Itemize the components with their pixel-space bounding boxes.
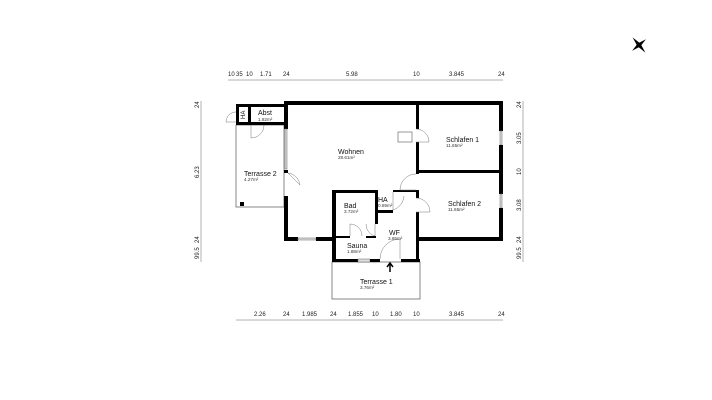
svg-text:2.26: 2.26 bbox=[254, 312, 266, 318]
svg-text:6.23: 6.23 bbox=[195, 166, 201, 178]
svg-text:24: 24 bbox=[195, 236, 201, 243]
svg-text:10: 10 bbox=[246, 72, 253, 78]
room-label-sauna: Sauna 1.88m² bbox=[347, 243, 367, 254]
svg-text:10: 10 bbox=[517, 168, 523, 175]
svg-text:24: 24 bbox=[517, 101, 523, 108]
svg-text:24: 24 bbox=[283, 312, 290, 318]
svg-text:3.845: 3.845 bbox=[449, 72, 465, 78]
svg-text:3.05: 3.05 bbox=[517, 132, 523, 144]
compass-icon bbox=[632, 37, 646, 53]
svg-text:Abst: Abst bbox=[258, 110, 272, 117]
svg-text:10: 10 bbox=[372, 312, 379, 318]
svg-text:10: 10 bbox=[413, 72, 420, 78]
svg-text:3.76m²: 3.76m² bbox=[360, 285, 375, 290]
svg-text:28.61m²: 28.61m² bbox=[338, 155, 355, 160]
svg-text:10: 10 bbox=[413, 312, 420, 318]
room-label-wf: WF 3.65m² bbox=[388, 230, 403, 241]
room-label-bad: Bad 3.72m² bbox=[344, 203, 359, 214]
svg-text:5.98: 5.98 bbox=[346, 72, 358, 78]
entrance-arrow-icon bbox=[386, 261, 394, 272]
svg-text:3.08: 3.08 bbox=[517, 199, 523, 211]
svg-text:1.82m²: 1.82m² bbox=[258, 117, 273, 122]
walls bbox=[236, 101, 503, 263]
svg-text:4.27m²: 4.27m² bbox=[244, 177, 259, 182]
svg-text:3.845: 3.845 bbox=[449, 312, 465, 318]
svg-text:3.65m²: 3.65m² bbox=[388, 236, 403, 241]
svg-text:Schlafen 1: Schlafen 1 bbox=[446, 137, 479, 144]
svg-text:Wohnen: Wohnen bbox=[338, 149, 364, 156]
svg-text:1.71: 1.71 bbox=[260, 72, 272, 78]
svg-text:11.65m²: 11.65m² bbox=[446, 143, 463, 148]
dims-right: 24 3.05 10 3.08 99.5 24 bbox=[517, 101, 523, 259]
svg-text:HA: HA bbox=[378, 197, 388, 204]
svg-text:Sauna: Sauna bbox=[347, 243, 367, 250]
svg-text:24: 24 bbox=[330, 312, 337, 318]
svg-text:24: 24 bbox=[195, 101, 201, 108]
svg-text:24: 24 bbox=[498, 72, 505, 78]
svg-text:WF: WF bbox=[389, 230, 400, 237]
svg-text:1.80: 1.80 bbox=[390, 312, 402, 318]
svg-text:Terrasse 1: Terrasse 1 bbox=[360, 279, 393, 286]
svg-text:99.5: 99.5 bbox=[195, 247, 201, 259]
svg-text:24: 24 bbox=[517, 236, 523, 243]
room-label-terrasse-2: Terrasse 2 4.27m² bbox=[244, 171, 277, 182]
room-label-terrasse-1: Terrasse 1 3.76m² bbox=[360, 279, 393, 290]
svg-text:99.5: 99.5 bbox=[517, 247, 523, 259]
svg-text:24: 24 bbox=[283, 72, 290, 78]
svg-text:1.985: 1.985 bbox=[302, 312, 318, 318]
room-label-ha: HA 0.59m² bbox=[378, 197, 393, 208]
room-label-ha-small: HA bbox=[241, 111, 247, 119]
svg-text:10: 10 bbox=[228, 72, 235, 78]
room-label-abst: Abst 1.82m² bbox=[258, 110, 273, 122]
svg-text:24: 24 bbox=[498, 312, 505, 318]
svg-text:Terrasse 2: Terrasse 2 bbox=[244, 171, 277, 178]
svg-text:35: 35 bbox=[236, 72, 243, 78]
svg-text:11.65m²: 11.65m² bbox=[448, 207, 465, 212]
svg-text:Bad: Bad bbox=[344, 203, 357, 210]
room-label-schlafen-1: Schlafen 1 11.65m² bbox=[446, 137, 479, 148]
doors bbox=[225, 111, 431, 260]
svg-text:Schlafen 2: Schlafen 2 bbox=[448, 201, 481, 208]
room-label-wohnen: Wohnen 28.61m² bbox=[338, 149, 364, 160]
dims-bottom: 2.26 24 1.985 24 1.855 10 1.80 10 3.845 … bbox=[254, 312, 505, 318]
dims-top: 10 35 10 1.71 24 5.98 10 3.845 24 bbox=[228, 72, 505, 78]
svg-text:1.88m²: 1.88m² bbox=[347, 249, 362, 254]
room-label-schlafen-2: Schlafen 2 11.65m² bbox=[448, 201, 481, 212]
svg-text:3.72m²: 3.72m² bbox=[344, 209, 359, 214]
svg-text:1.855: 1.855 bbox=[348, 312, 364, 318]
dims-left: 24 6.23 99.5 24 bbox=[195, 101, 201, 259]
svg-text:0.59m²: 0.59m² bbox=[378, 203, 393, 208]
terrasse-2-outline bbox=[235, 124, 285, 208]
